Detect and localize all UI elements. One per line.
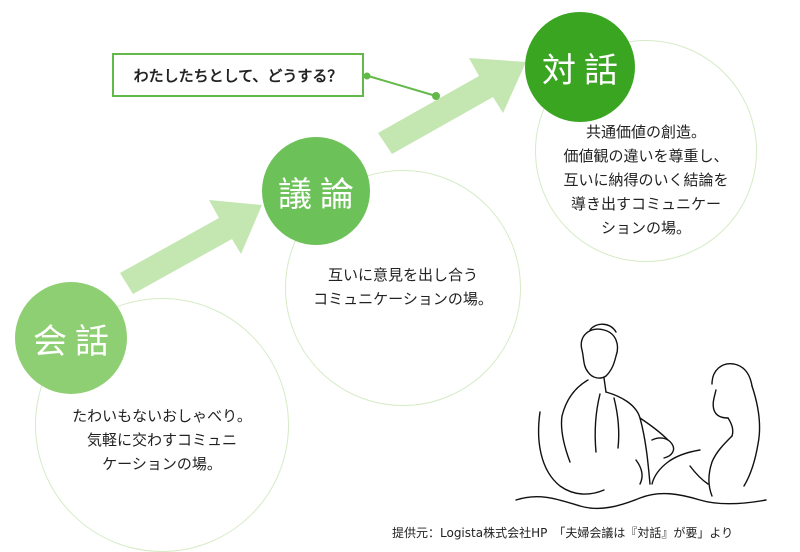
stage-2-badge: 議論 <box>262 137 370 245</box>
connector-end-dot <box>432 92 440 100</box>
stage-2-description: 互いに意見を出し合う コミュニケーションの場。 <box>295 263 511 311</box>
stage-3-line-4: 導き出すコミュニケー <box>570 195 721 213</box>
stage-3-badge: 対話 <box>525 12 635 122</box>
stage-3-line-3: 互いに納得のいく結論を <box>563 171 729 189</box>
stage-2-line-1: 互いに意見を出し合う <box>327 266 478 284</box>
source-credit: 提供元：Logista株式会社HP 「夫婦会議は『対話』が要」より <box>392 526 734 540</box>
stage-3-line-5: ションの場。 <box>600 219 691 237</box>
stage-3-line-2: 価値観の違いを尊重し、 <box>563 147 729 165</box>
callout-text: わたしたちとして、どうする？ <box>133 66 343 85</box>
stage-1-line-1: たわいもないおしゃべり。 <box>72 407 252 425</box>
stage-3-description: 共通価値の創造。 価値観の違いを尊重し、 互いに納得のいく結論を 導き出すコミュ… <box>550 120 742 240</box>
connector-start-dot <box>363 72 371 80</box>
stage-3-line-1: 共通価値の創造。 <box>585 123 706 141</box>
stage-1-line-3: ケーションの場。 <box>102 455 222 473</box>
callout-box: わたしたちとして、どうする？ <box>112 53 364 97</box>
stage-2-line-2: コミュニケーションの場。 <box>313 290 493 308</box>
arrow-2 <box>378 58 526 154</box>
stage-1-description: たわいもないおしゃべり。 気軽に交わすコミュニ ケーションの場。 <box>52 404 272 476</box>
stage-1-badge: 会話 <box>15 282 127 394</box>
callout-connector <box>364 74 437 97</box>
stage-1-line-2: 気軽に交わすコミュニ <box>86 431 237 449</box>
arrow-1 <box>120 200 262 294</box>
